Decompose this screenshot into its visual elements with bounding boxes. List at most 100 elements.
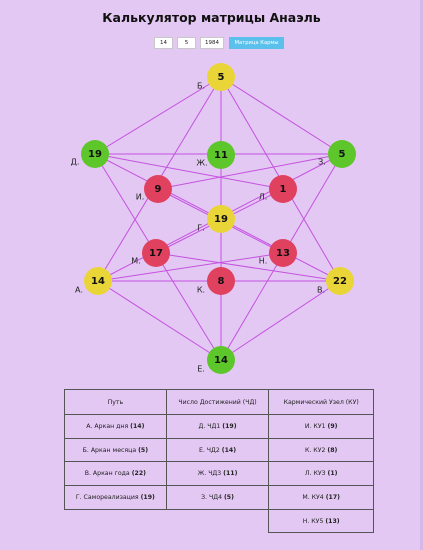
table-cell: К. КУ2 (8): [268, 437, 374, 463]
table-cell-value: (1): [327, 470, 338, 478]
node-circle-l: [269, 175, 297, 203]
table-row: А. Аркан дня (14)Д. ЧД1 (19)И. КУ1 (9): [64, 414, 374, 439]
node-value-m: 17: [149, 248, 163, 259]
year-input[interactable]: [200, 37, 224, 49]
table-cell: Б. Аркан месяца (5): [64, 437, 167, 463]
table-cell-value: (5): [138, 446, 149, 454]
node-value-a: 14: [91, 276, 105, 287]
node-value-l: 1: [280, 184, 287, 195]
node-letter-z: З.: [318, 158, 326, 167]
table-cell-value: (13): [325, 517, 340, 525]
table-cell-label: В. Аркан года: [84, 470, 132, 478]
karma-matrix-diagram: 5Б.19Д.11Ж.5З.9И.1Л.19Г.17М.13Н.14А.8К.2…: [71, 63, 356, 374]
node-circle-g: [207, 205, 235, 233]
table-cell: Ж. ЧД3 (11): [165, 461, 270, 487]
line-b-z: [220, 76, 343, 155]
line-v-m: [155, 252, 341, 282]
karma-matrix-button[interactable]: Матрица Кармы: [229, 37, 284, 49]
table-cell-empty: [166, 509, 269, 533]
day-input[interactable]: [154, 37, 173, 49]
node-circle-i: [144, 175, 172, 203]
table-cell-value: (14): [130, 422, 145, 430]
node-letter-l: Л.: [259, 193, 268, 202]
table-cell-value: (19): [222, 422, 237, 430]
table-header-row: Путь Число Достижений (ЧД) Кармический У…: [64, 389, 374, 415]
node-circle-zh: [207, 141, 235, 169]
header-achievements: Число Достижений (ЧД): [165, 389, 270, 415]
line-v-e: [220, 280, 341, 361]
header-karmic-nodes: Кармический Узел (КУ): [268, 389, 374, 415]
node-k: 8К.: [197, 267, 235, 295]
table-cell: А. Аркан дня (14): [64, 414, 167, 439]
line-z-i: [157, 153, 343, 190]
node-letter-k: К.: [197, 286, 205, 295]
table-cell: М. КУ4 (17): [268, 485, 374, 510]
node-letter-d: Д.: [71, 158, 80, 167]
table-cell-label: М. КУ4: [302, 493, 326, 501]
node-letter-i: И.: [136, 193, 145, 202]
table-row: Г. Самореализация (19)З. ЧД4 (5)М. КУ4 (…: [64, 485, 374, 510]
header-path: Путь: [64, 389, 167, 415]
node-d: 19Д.: [71, 140, 109, 168]
node-circle-v: [326, 267, 354, 295]
page-title: Калькулятор матрицы Анаэль: [102, 10, 321, 25]
node-letter-g: Г.: [197, 224, 204, 233]
table-cell: Г. Самореализация (19): [64, 485, 167, 510]
table-cell-label: К. КУ2: [304, 446, 328, 454]
line-a-e: [97, 280, 222, 361]
line-a-n: [97, 252, 284, 282]
line-b-d: [94, 76, 222, 155]
node-letter-a: А.: [75, 286, 83, 295]
node-value-z: 5: [339, 149, 346, 160]
results-table: Путь Число Достижений (ЧД) Кармический У…: [64, 389, 374, 534]
node-i: 9И.: [136, 175, 172, 203]
table-cell-label: И. КУ1: [304, 422, 328, 430]
node-value-zh: 11: [214, 150, 228, 161]
node-n: 13Н.: [259, 239, 297, 267]
table-row: Б. Аркан месяца (5) Е. ЧД2 (14) К. КУ2 (8): [64, 437, 374, 463]
node-v: 22В.: [317, 267, 354, 295]
node-circle-k: [207, 267, 235, 295]
node-zh: 11Ж.: [196, 141, 235, 169]
node-circle-a: [84, 267, 112, 295]
table-cell-value: (17): [325, 493, 340, 501]
node-value-i: 9: [155, 184, 162, 195]
matrix-nodes: 5Б.19Д.11Ж.5З.9И.1Л.19Г.17М.13Н.14А.8К.2…: [71, 63, 356, 374]
scrollbar-track[interactable]: [420, 0, 423, 550]
node-value-d: 19: [88, 149, 102, 160]
node-value-e: 14: [214, 355, 228, 366]
node-l: 1Л.: [259, 175, 297, 203]
node-value-v: 22: [333, 276, 347, 287]
table-cell: З. ЧД4 (5): [165, 485, 270, 510]
table-cell-label: Е. ЧД2: [198, 446, 222, 454]
table-cell-label: Д. ЧД1: [198, 422, 223, 430]
node-z: 5З.: [318, 140, 356, 168]
node-circle-z: [328, 140, 356, 168]
table-cell-value: (8): [327, 446, 338, 454]
table-cell: Н. КУ5 (13): [268, 508, 374, 534]
node-circle-b: [207, 63, 235, 91]
table-cell-value: (5): [223, 493, 234, 501]
node-letter-zh: Ж.: [196, 159, 207, 168]
node-value-g: 19: [214, 214, 228, 225]
table-row: В. Аркан года (22)Ж. ЧД3 (11)Л. КУ3 (1): [64, 461, 374, 487]
month-input[interactable]: [177, 37, 196, 49]
table-cell-value: (14): [221, 446, 237, 454]
table-cell-label: А. Аркан дня: [86, 422, 131, 430]
table-cell-label: Г. Самореализация: [75, 493, 141, 501]
node-circle-d: [81, 140, 109, 168]
table-cell: В. Аркан года (22): [64, 461, 167, 487]
node-g: 19Г.: [197, 205, 235, 233]
node-letter-e: Е.: [197, 365, 205, 374]
date-form: Матрица Кармы: [0, 37, 423, 51]
node-value-k: 8: [218, 276, 225, 287]
table-cell: Д. ЧД1 (19): [165, 414, 270, 439]
table-cell-value: (11): [223, 470, 238, 478]
table-row: Н. КУ5 (13): [65, 508, 374, 534]
node-circle-m: [142, 239, 170, 267]
node-b: 5Б.: [197, 63, 235, 91]
table-cell-value: (22): [131, 470, 146, 478]
table-cell-label: Ж. ЧД3: [197, 470, 224, 478]
table-cell-empty: [65, 509, 167, 533]
node-circle-e: [207, 346, 235, 374]
